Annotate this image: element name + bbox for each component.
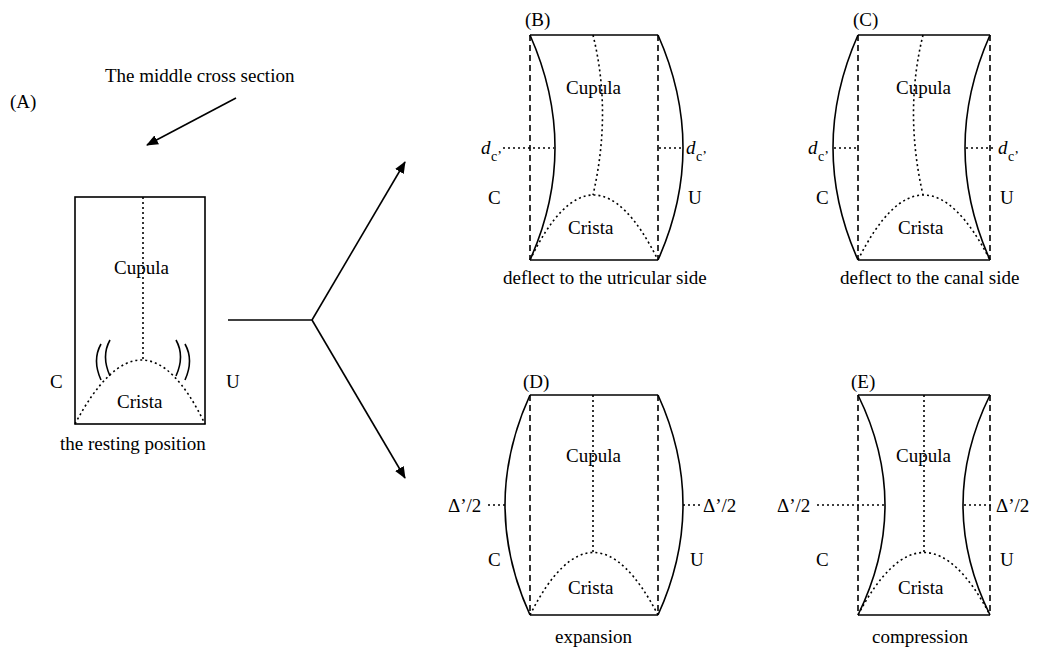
dimension-subscript: c’ [818,150,829,164]
dimension-label: d [686,138,696,157]
dimension-label: d [808,138,818,157]
panel-caption: deflect to the utricular side [503,268,707,287]
side-label: U [226,372,240,391]
panel-caption: expansion [555,627,632,646]
dimension-subscript: c’ [696,150,707,164]
region-label: Cupula [896,78,951,97]
side-label: C [488,550,501,569]
panel-caption: the resting position [60,434,206,453]
region-label: Cupula [114,258,169,277]
side-label: C [816,550,829,569]
region-label: Cupula [896,446,951,465]
panel-letter: (C) [853,10,878,29]
region-label: Crista [117,392,162,411]
region-label: Crista [568,578,613,597]
panel-caption: deflect to the canal side [840,268,1019,287]
side-label: U [1000,550,1014,569]
side-label: U [690,550,704,569]
callout-text: The middle cross section [105,66,294,85]
panel-letter: (E) [851,372,875,391]
side-label: C [816,188,829,207]
panel-caption: compression [872,627,968,646]
panel-letter: (D) [523,372,549,391]
side-label: C [50,372,63,391]
dimension-subscript: c’ [491,150,502,164]
dimension-label: Δ’/2 [703,496,736,515]
region-label: Cupula [566,446,621,465]
region-label: Crista [898,578,943,597]
region-label: Crista [568,218,613,237]
panel-letter: (B) [525,10,550,29]
region-label: Cupula [566,78,621,97]
side-label: U [688,188,702,207]
side-label: U [1000,188,1014,207]
dimension-subscript: c’ [1008,150,1019,164]
dimension-label: Δ’/2 [777,496,810,515]
dimension-label: d [998,138,1008,157]
region-label: Crista [898,218,943,237]
dimension-label: Δ’/2 [996,496,1029,515]
side-label: C [488,188,501,207]
dimension-label: Δ’/2 [448,496,481,515]
panel-letter: (A) [10,92,36,111]
dimension-label: d [481,138,491,157]
